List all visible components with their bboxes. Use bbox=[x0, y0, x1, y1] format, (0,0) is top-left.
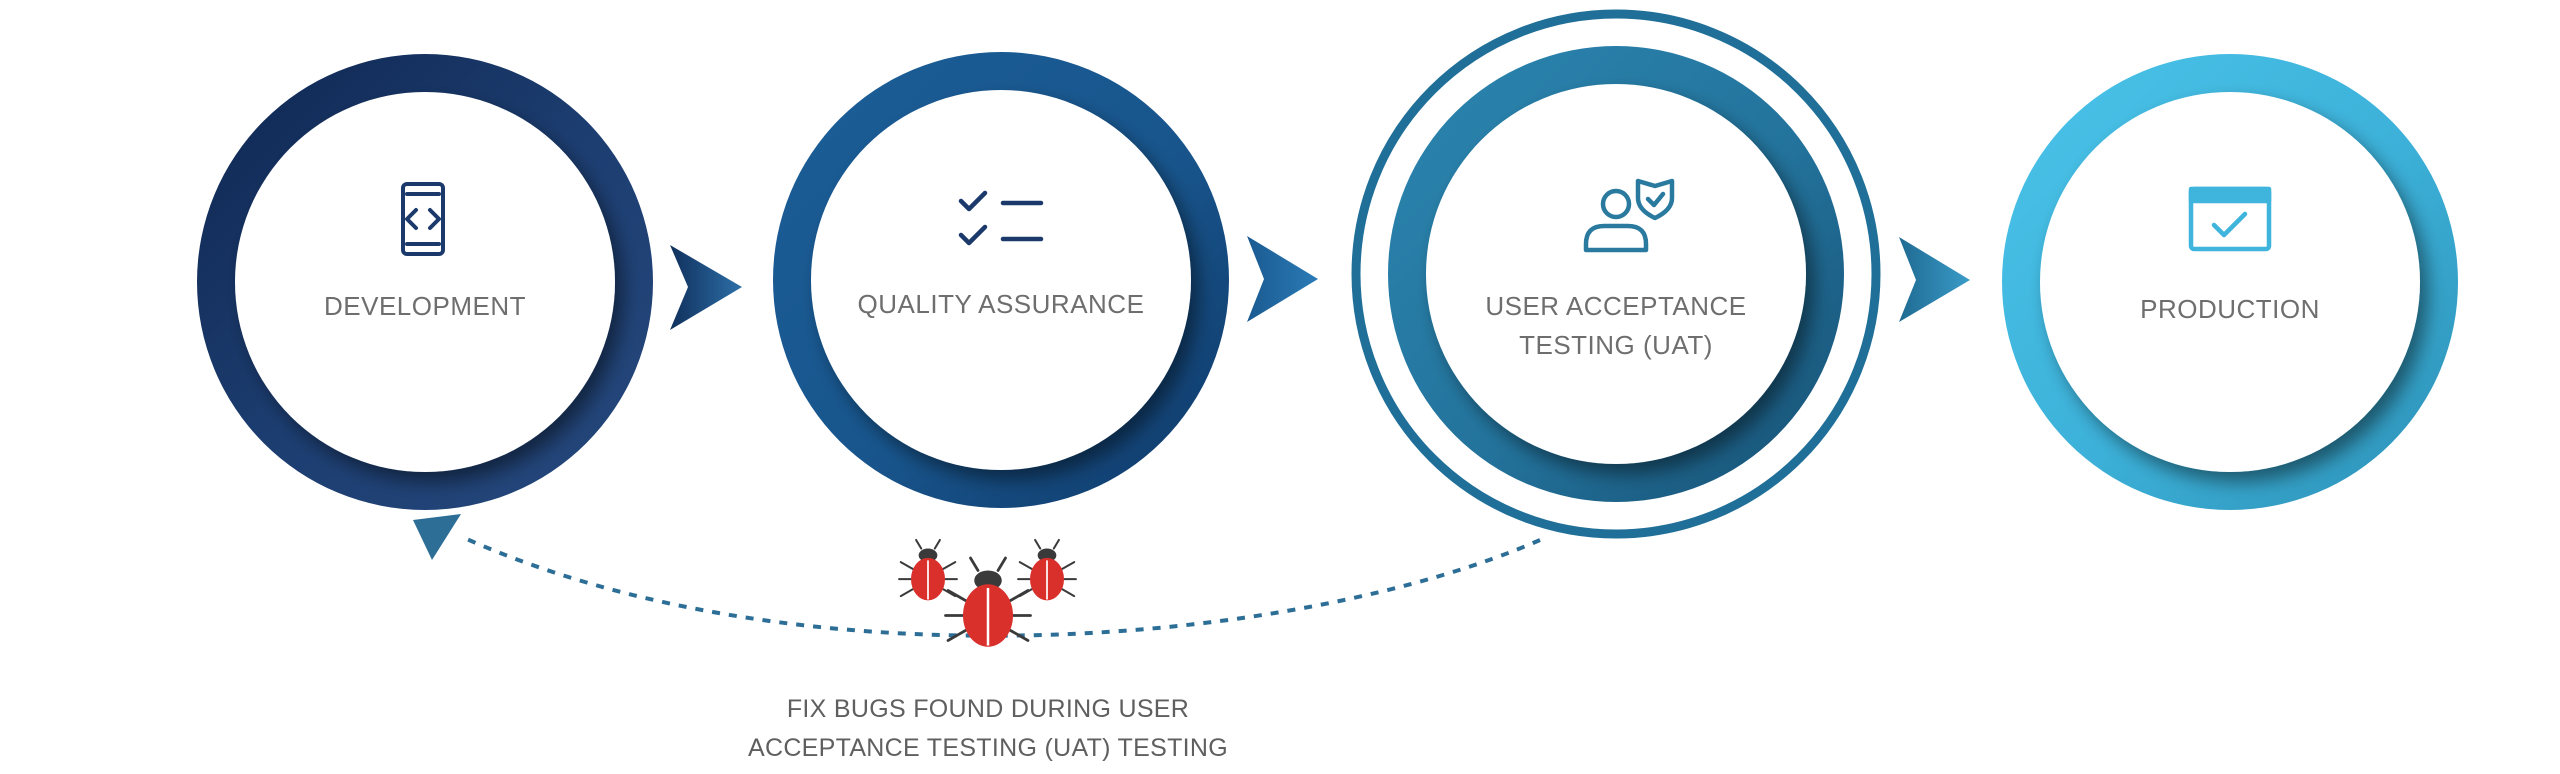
stage-uat: USER ACCEPTANCE TESTING (UAT) bbox=[1351, 9, 1881, 539]
bug-icon bbox=[1017, 538, 1077, 601]
stage-outer-ring bbox=[1351, 9, 1881, 539]
stage-quality-assurance: QUALITY ASSURANCE bbox=[773, 52, 1229, 508]
bug-icon bbox=[944, 556, 1032, 647]
stage-disc bbox=[235, 92, 615, 472]
user-shield-icon bbox=[1583, 178, 1675, 253]
stage-disc bbox=[2040, 92, 2420, 472]
code-device-icon bbox=[401, 182, 445, 256]
stage-disc bbox=[1426, 84, 1806, 464]
stage-label: USER ACCEPTANCE bbox=[1485, 291, 1746, 321]
stage-label: DEVELOPMENT bbox=[324, 291, 526, 321]
chevron-right-icon bbox=[1899, 237, 1970, 322]
feedback-label: FIX BUGS FOUND DURING USER bbox=[787, 695, 1189, 723]
chevron-right-icon bbox=[670, 245, 742, 330]
stage-label: PRODUCTION bbox=[2140, 294, 2320, 324]
stage-label: QUALITY ASSURANCE bbox=[858, 289, 1145, 319]
feedback-label: ACCEPTANCE TESTING (UAT) TESTING bbox=[748, 734, 1228, 762]
checklist-icon bbox=[958, 190, 1044, 246]
feedback-dashed-line bbox=[459, 534, 1541, 638]
feedback-loop: FIX BUGS FOUND DURING USER ACCEPTANCE TE… bbox=[413, 514, 1541, 762]
bug-icon bbox=[898, 538, 958, 601]
stage-disc bbox=[811, 90, 1191, 470]
chevron-right-icon bbox=[1247, 236, 1318, 322]
arrow-head-icon bbox=[413, 514, 461, 560]
browser-check-icon bbox=[2188, 186, 2272, 252]
stage-development: DEVELOPMENT bbox=[197, 54, 653, 510]
stage-production: PRODUCTION bbox=[2002, 54, 2458, 510]
stage-label: TESTING (UAT) bbox=[1519, 330, 1713, 360]
